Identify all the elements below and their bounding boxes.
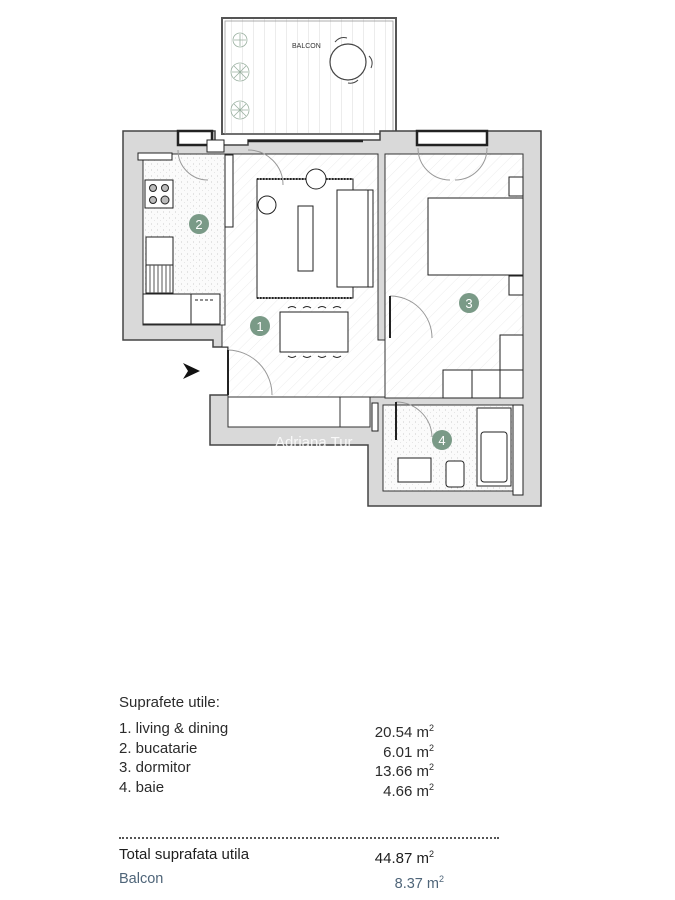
floor-plan: BALCON [122, 17, 542, 507]
bathroom-fixtures [371, 402, 524, 496]
area-legend: Suprafete utile: 1. living & dining 20.5… [119, 694, 499, 800]
svg-text:3: 3 [465, 296, 472, 311]
legend-row: 3. dormitor 13.66 m2 [119, 759, 434, 780]
total-value: 44.87 m2 [374, 849, 434, 867]
bedroom-fixtures [427, 176, 524, 399]
sink [397, 457, 432, 483]
toilet [445, 460, 465, 488]
room-marker-2: 2 [189, 214, 209, 234]
doors [177, 147, 488, 438]
balcony-label: BALCON [292, 43, 321, 50]
legend-row: 4. baie 4.66 m2 [119, 778, 434, 800]
balcony-table [329, 43, 367, 81]
entrance-arrow-icon [183, 363, 200, 379]
legend-title: Suprafete utile: [119, 694, 220, 711]
balcony: BALCON [221, 17, 397, 135]
kitchen-fixtures [137, 139, 234, 325]
sofa [336, 189, 374, 288]
dotted-divider [119, 837, 499, 839]
living-fixtures [256, 168, 374, 358]
watermark: Adriana Tur [275, 434, 353, 451]
room-marker-3: 3 [459, 293, 479, 313]
total-area: Total suprafata utila 44.87 m2 [119, 845, 499, 867]
balcony-area-label: Balcon [119, 871, 164, 887]
plant-icon [230, 32, 250, 120]
balcony-area: Balcon 8.37 m2 [119, 870, 499, 892]
dining-table [279, 311, 349, 353]
room-marker-4: 4 [432, 430, 452, 450]
coffee-table [297, 205, 314, 272]
room-marker-1: 1 [250, 316, 270, 336]
svg-text:2: 2 [195, 217, 202, 232]
svg-text:4: 4 [438, 433, 445, 448]
legend-row: 1. living & dining 20.54 m2 [119, 720, 434, 741]
legend-row: 2. bucatarie 6.01 m2 [119, 739, 434, 761]
svg-text:1: 1 [256, 319, 263, 334]
windows [176, 129, 489, 147]
balcony-area-value: 8.37 m2 [394, 874, 444, 892]
total-label: Total suprafata utila [119, 846, 250, 863]
bed [427, 197, 524, 276]
